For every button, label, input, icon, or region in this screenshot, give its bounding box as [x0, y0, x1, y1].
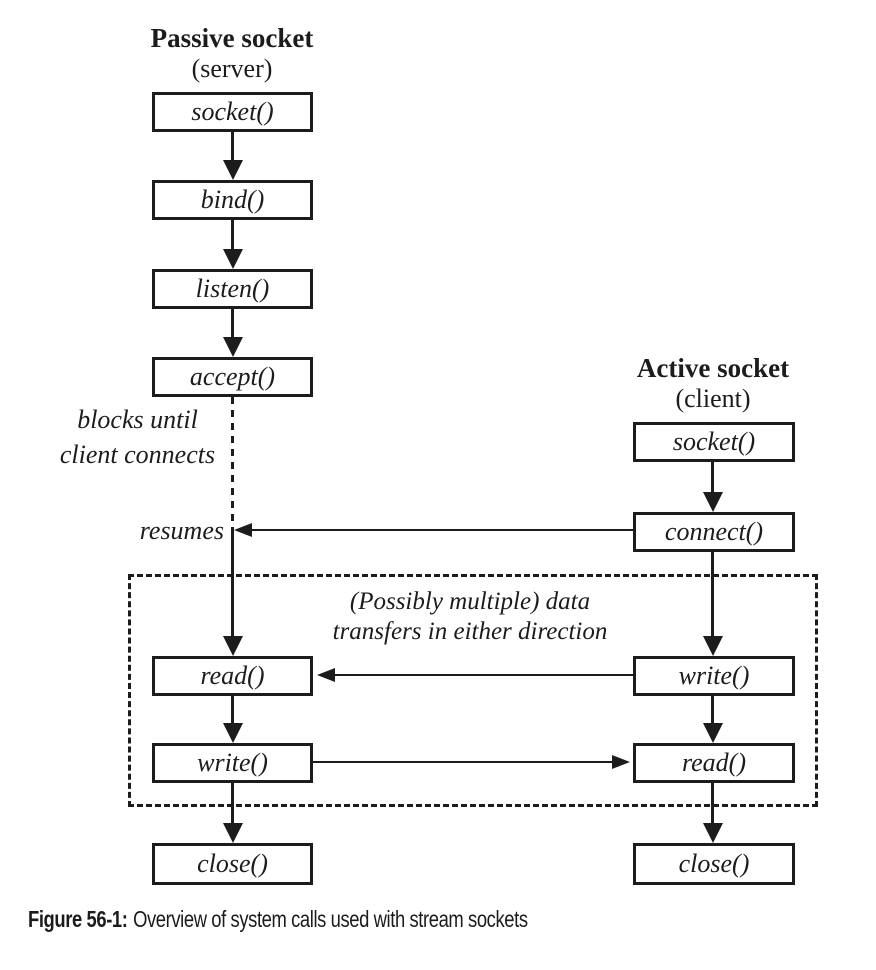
passive-bind-box: bind() [152, 180, 313, 220]
passive-bind-to-listen-line [231, 220, 234, 249]
passive-socket-to-bind-line [231, 132, 234, 160]
data-transfers-line2: transfers in either direction [332, 618, 608, 645]
passive-close-box: close() [152, 843, 313, 885]
active-socket-box: socket() [633, 422, 795, 462]
active-write-to-passive-read-line [335, 674, 633, 676]
active-write-box: write() [633, 656, 795, 696]
passive-write-to-active-read-arrowhead-icon [612, 755, 630, 769]
connect-to-resumes-arrowhead-icon [234, 523, 252, 537]
active-read-to-close-line [711, 783, 714, 823]
resumes-annotation: resumes [139, 516, 224, 545]
figure-caption: Figure 56-1:Overview of system calls use… [28, 906, 528, 933]
passive-accept-box: accept() [152, 357, 313, 397]
active-read-to-close-arrowhead-icon [703, 823, 723, 843]
passive-write-to-close-arrowhead-icon [223, 823, 243, 843]
active-connect-to-write-arrowhead-icon [703, 636, 723, 656]
active-write-to-read-arrowhead-icon [703, 723, 723, 743]
data-transfers-line1: (Possibly multiple) data [349, 588, 591, 615]
passive-listen-box: listen() [152, 269, 313, 309]
active-read-box: read() [633, 743, 795, 783]
data-transfers-annotation: (Possibly multiple) data transfers in ei… [285, 587, 655, 647]
active-write-to-read-line [711, 696, 714, 723]
passive-listen-to-accept-arrowhead-icon [223, 337, 243, 357]
passive-socket-to-bind-arrowhead-icon [223, 160, 243, 180]
passive-resume-to-read-arrowhead-icon [223, 636, 243, 656]
passive-write-to-close-line [231, 783, 234, 823]
active-socket-title: Active socket [636, 353, 790, 383]
active-connect-to-write-line [711, 552, 714, 636]
active-socket-to-connect-line [711, 462, 714, 492]
passive-read-to-write-line [231, 696, 234, 723]
figure-caption-label: Figure 56-1: [28, 906, 128, 932]
passive-read-box: read() [152, 656, 313, 696]
active-connect-box: connect() [633, 512, 795, 552]
blocks-until-annotation: blocks until client connects [35, 402, 240, 472]
passive-read-to-write-arrowhead-icon [223, 723, 243, 743]
blocks-until-line2: client connects [59, 440, 216, 469]
active-write-to-passive-read-arrowhead-icon [317, 668, 335, 682]
active-close-box: close() [633, 843, 795, 885]
passive-write-to-active-read-line [313, 761, 612, 763]
passive-socket-subtitle: (server) [191, 54, 273, 83]
active-socket-to-connect-arrowhead-icon [703, 492, 723, 512]
passive-write-box: write() [152, 743, 313, 783]
blocks-until-line1: blocks until [77, 405, 198, 434]
passive-socket-title: Passive socket [150, 23, 314, 53]
passive-resume-to-read-line [231, 528, 234, 636]
data-transfer-dashed-frame [128, 574, 818, 807]
active-socket-subtitle: (client) [675, 384, 751, 413]
accept-blocking-dashed-line [231, 397, 234, 528]
passive-bind-to-listen-arrowhead-icon [223, 249, 243, 269]
passive-listen-to-accept-line [231, 309, 234, 337]
figure-caption-text: Overview of system calls used with strea… [133, 906, 528, 932]
connect-to-resumes-line [252, 529, 633, 531]
passive-socket-box: socket() [152, 92, 313, 132]
